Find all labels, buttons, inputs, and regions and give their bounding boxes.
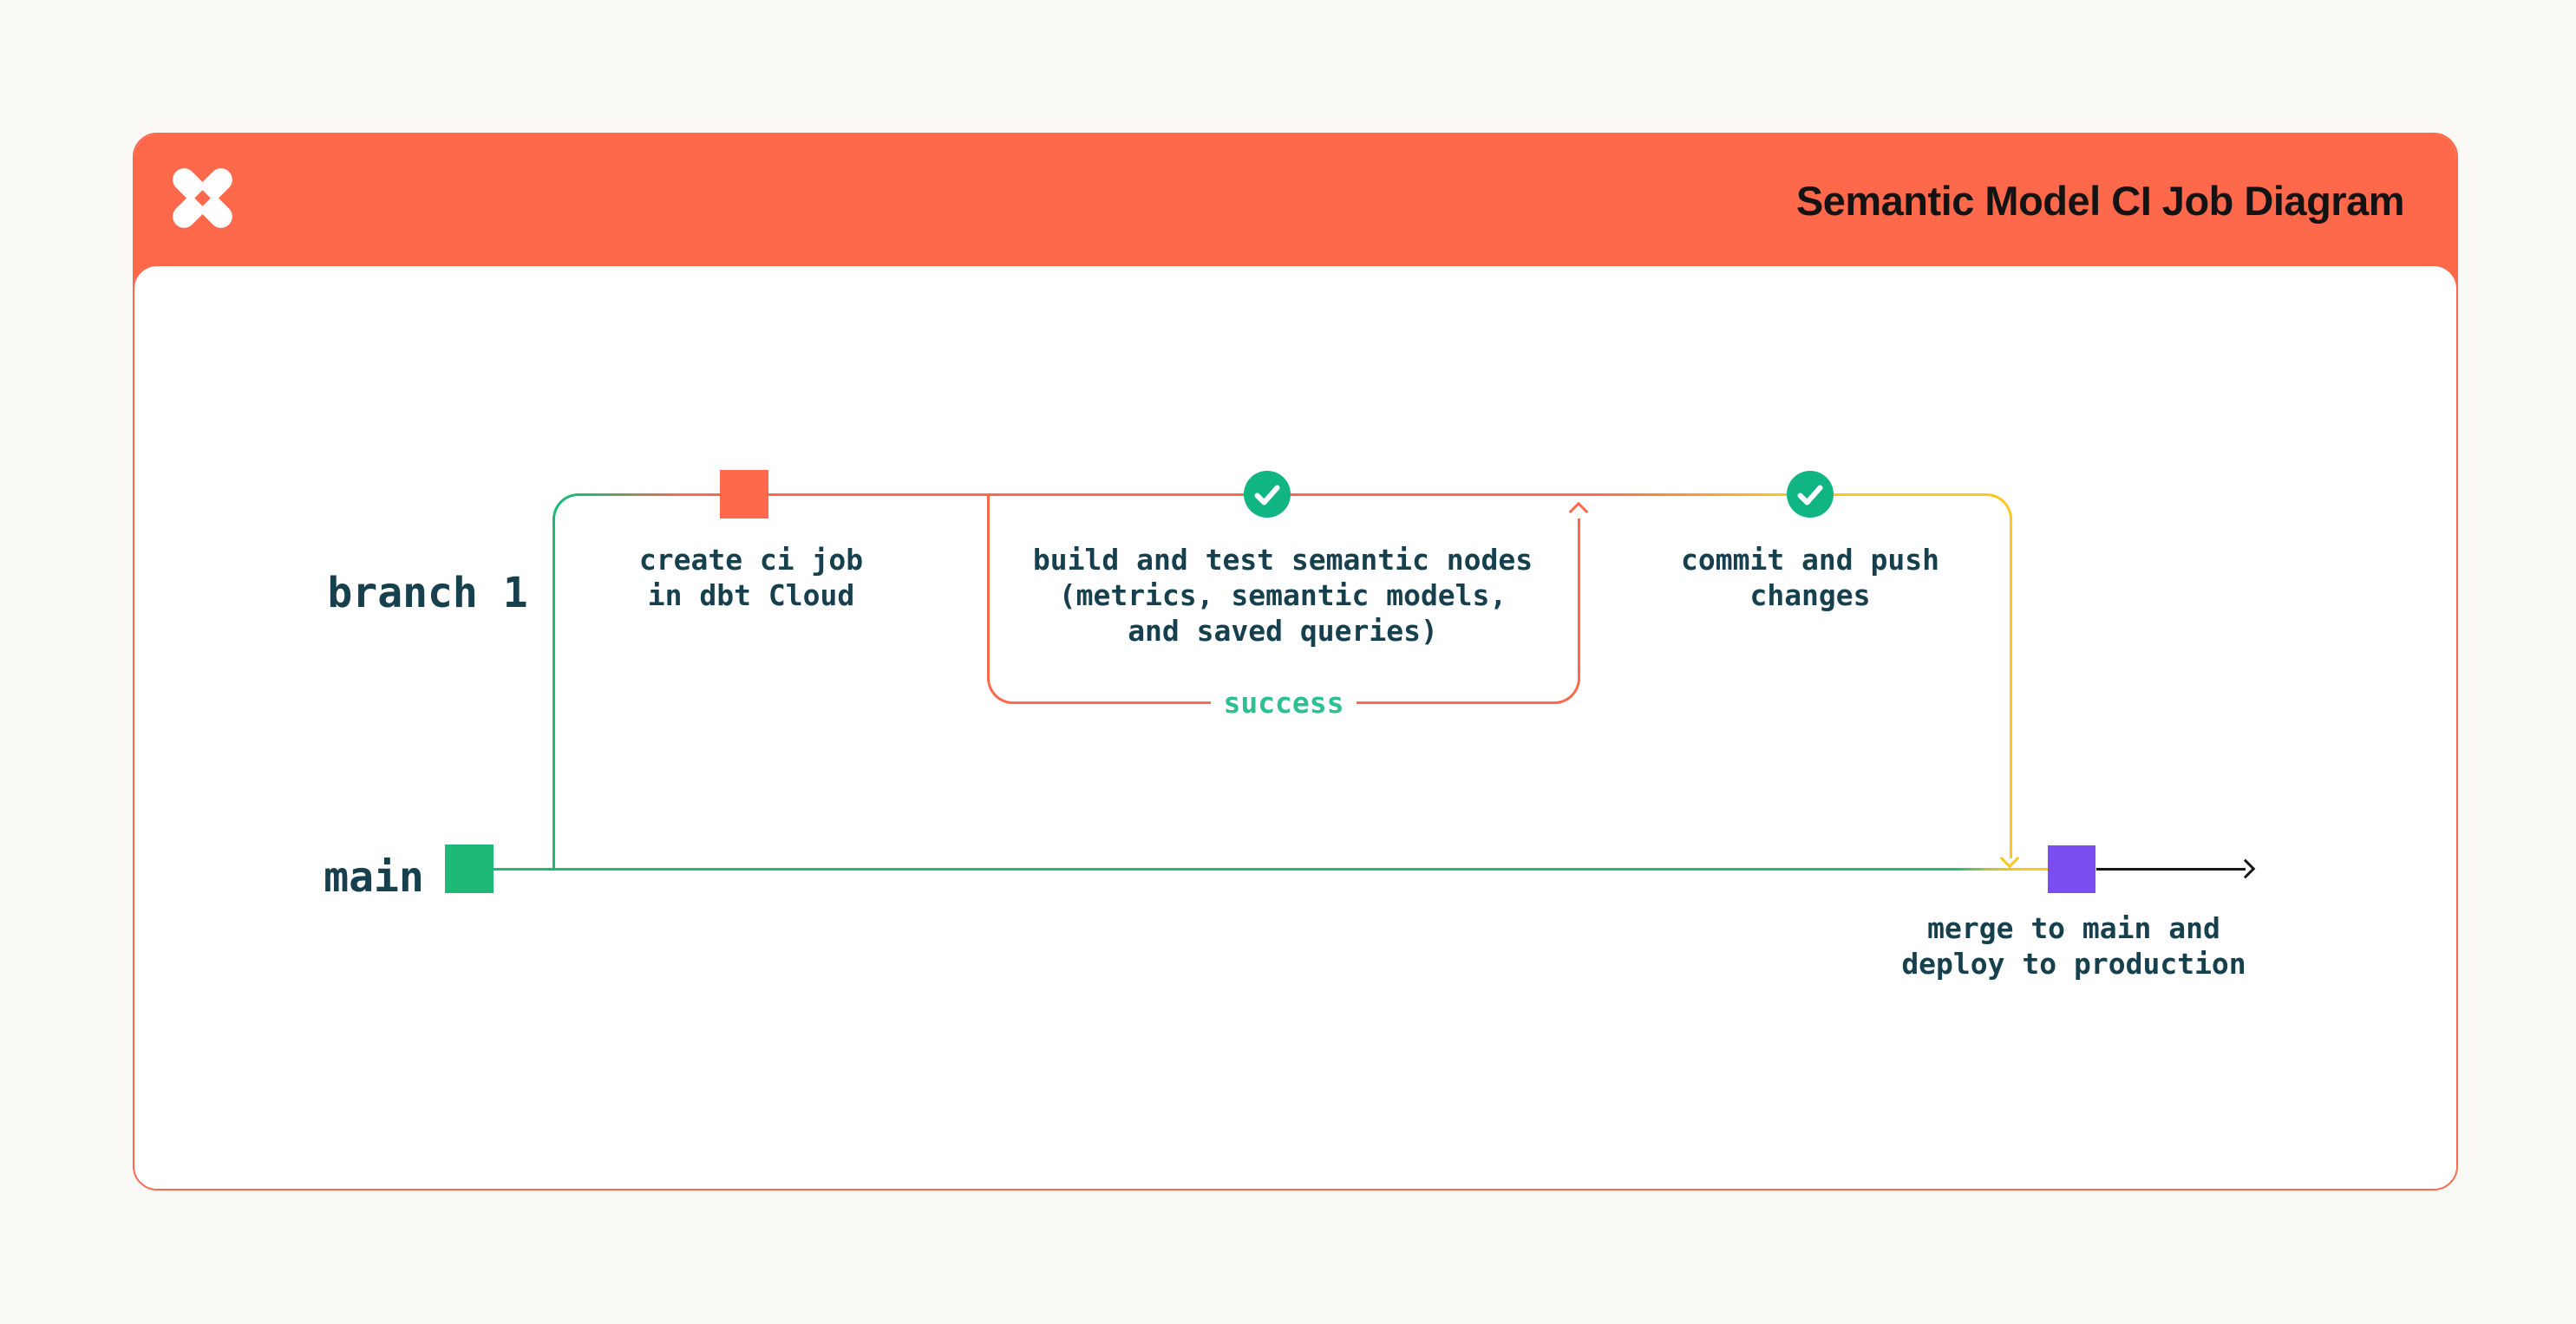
branch-fork-line bbox=[552, 493, 584, 870]
production-arrow-line bbox=[2096, 868, 2246, 871]
success-loop-bottom-line bbox=[1015, 701, 1211, 704]
create-ci-job-node bbox=[720, 470, 768, 519]
dbt-logo-icon bbox=[173, 168, 232, 228]
step-label-commit-push: commit and push changes bbox=[1680, 543, 1939, 612]
card-header bbox=[134, 134, 2456, 289]
card-body bbox=[134, 266, 2456, 1189]
success-loop-bottom-line bbox=[1357, 701, 1553, 704]
branch-merge-line bbox=[1983, 493, 2012, 858]
step-label-create-ci-job: create ci job in dbt Cloud bbox=[638, 543, 864, 612]
branch-lane-label: branch 1 bbox=[327, 569, 528, 617]
step-label-build-test: build and test semantic nodes (metrics, … bbox=[1032, 543, 1533, 648]
main-branch-line bbox=[494, 868, 2048, 871]
success-label: success bbox=[1223, 686, 1344, 720]
main-lane-label: main bbox=[324, 853, 424, 902]
diagram-card: Semantic Model CI Job Diagram bbox=[133, 133, 2458, 1190]
main-start-node bbox=[445, 845, 494, 893]
check-icon bbox=[1787, 471, 1834, 518]
merge-deploy-node bbox=[2048, 845, 2095, 893]
header-bar: Semantic Model CI Job Diagram bbox=[134, 134, 2456, 266]
check-icon bbox=[1244, 471, 1291, 518]
step-label-merge-deploy: merge to main and deploy to production bbox=[1901, 911, 2246, 981]
page-title: Semantic Model CI Job Diagram bbox=[1795, 177, 2405, 224]
